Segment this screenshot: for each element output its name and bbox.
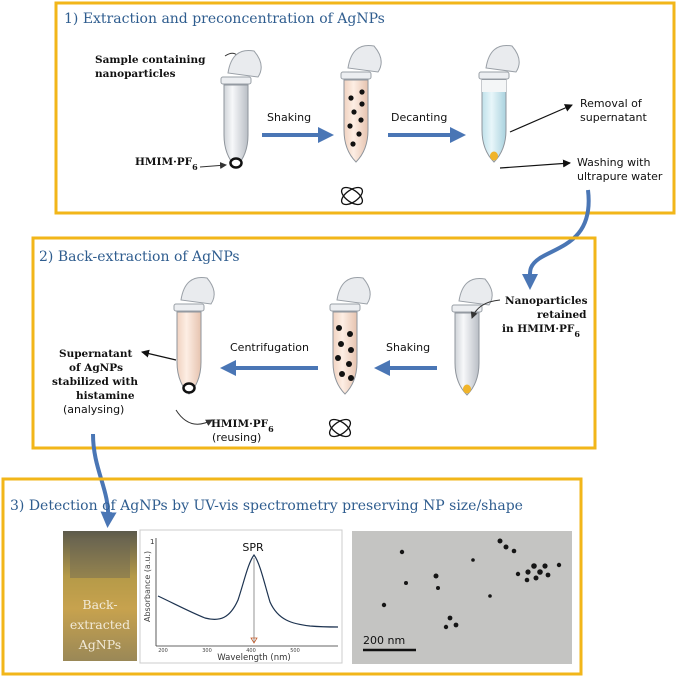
washing-pointer-arrow [499, 159, 571, 169]
spr-marker [250, 637, 258, 644]
tem-scale-label: 200 nm [363, 634, 405, 647]
analysing-label: (analysing) [63, 403, 124, 416]
retained-label-line1: Nanoparticles [505, 295, 588, 307]
s1-step2-label: Decanting [391, 111, 447, 124]
photo-label-line2: extracted [70, 617, 130, 632]
retained-label-line2: retained [537, 309, 587, 321]
spectrum-curve [157, 553, 339, 628]
spectrum-ylabel: Absorbance (a.u.) [143, 551, 152, 622]
photo-label-line3: AgNPs [78, 637, 121, 652]
section3-frame [1, 477, 583, 676]
removal-pointer-arrow [509, 104, 573, 133]
retained-pointer-arrow [470, 299, 501, 319]
sample-label-line1: Sample containing [95, 54, 206, 66]
shaking-icon [340, 186, 364, 206]
section1-title: 1) Extraction and preconcentration of Ag… [64, 11, 385, 27]
spectrum-xlabel: Wavelength (nm) [217, 653, 290, 663]
supernatant-line3: stabilized with [52, 376, 138, 388]
washing-label-line2: ultrapure water [577, 170, 663, 183]
tem-particles [381, 538, 562, 630]
il-pointer-arrow [199, 161, 227, 169]
reuse-il-label: HMIM·PF6 [211, 418, 274, 434]
shaking-icon-2 [328, 418, 352, 438]
tube-reshaking [329, 276, 371, 395]
reusing-label: (reusing) [212, 431, 261, 444]
s2-step1-label: Shaking [386, 341, 430, 354]
retained-label-line3: in HMIM·PF6 [502, 323, 580, 339]
tube-shaking [340, 44, 382, 163]
section1-frame [54, 1, 676, 215]
xtick-400: 400 [246, 648, 256, 654]
sample-label-line2: nanoparticles [95, 68, 176, 80]
connector-s1-s2 [521, 189, 591, 290]
s1-step1-label: Shaking [267, 111, 311, 124]
removal-label-line1: Removal of [580, 97, 643, 110]
s2-step2-label: Centrifugation [230, 341, 309, 354]
supernatant-line1: Supernatant [59, 348, 132, 360]
uv-spectrum-panel: 1 Absorbance (a.u.) SPR 200 300 400 500 … [139, 529, 343, 664]
vial-photo: Back- extracted AgNPs [63, 531, 137, 661]
supernatant-line2: of AgNPs [69, 362, 123, 374]
tube-decanted [478, 44, 520, 163]
section3-title: 3) Detection of AgNPs by UV-vis spectrom… [10, 498, 523, 514]
supernatant-pointer-arrow [141, 349, 177, 361]
il-label-s1: HMIM·PF6 [135, 156, 198, 172]
tem-image: 200 nm [352, 531, 572, 664]
xtick-200: 200 [158, 648, 168, 654]
washing-label-line1: Washing with [577, 156, 650, 169]
xtick-300: 300 [202, 648, 212, 654]
tube-centrifuged [173, 276, 215, 395]
tube-sample [220, 49, 262, 169]
spectrum-peak-label: SPR [242, 541, 264, 554]
removal-label-line2: supernatant [580, 111, 648, 124]
reuse-pointer-arrow [175, 409, 213, 426]
supernatant-line4: histamine [76, 390, 135, 402]
xtick-500: 500 [290, 648, 300, 654]
spectrum-ytick-top: 1 [150, 538, 154, 546]
section2-frame [31, 236, 597, 450]
tube-retained [451, 277, 493, 396]
photo-label-line1: Back- [82, 597, 117, 612]
section2-title: 2) Back-extraction of AgNPs [39, 249, 240, 265]
